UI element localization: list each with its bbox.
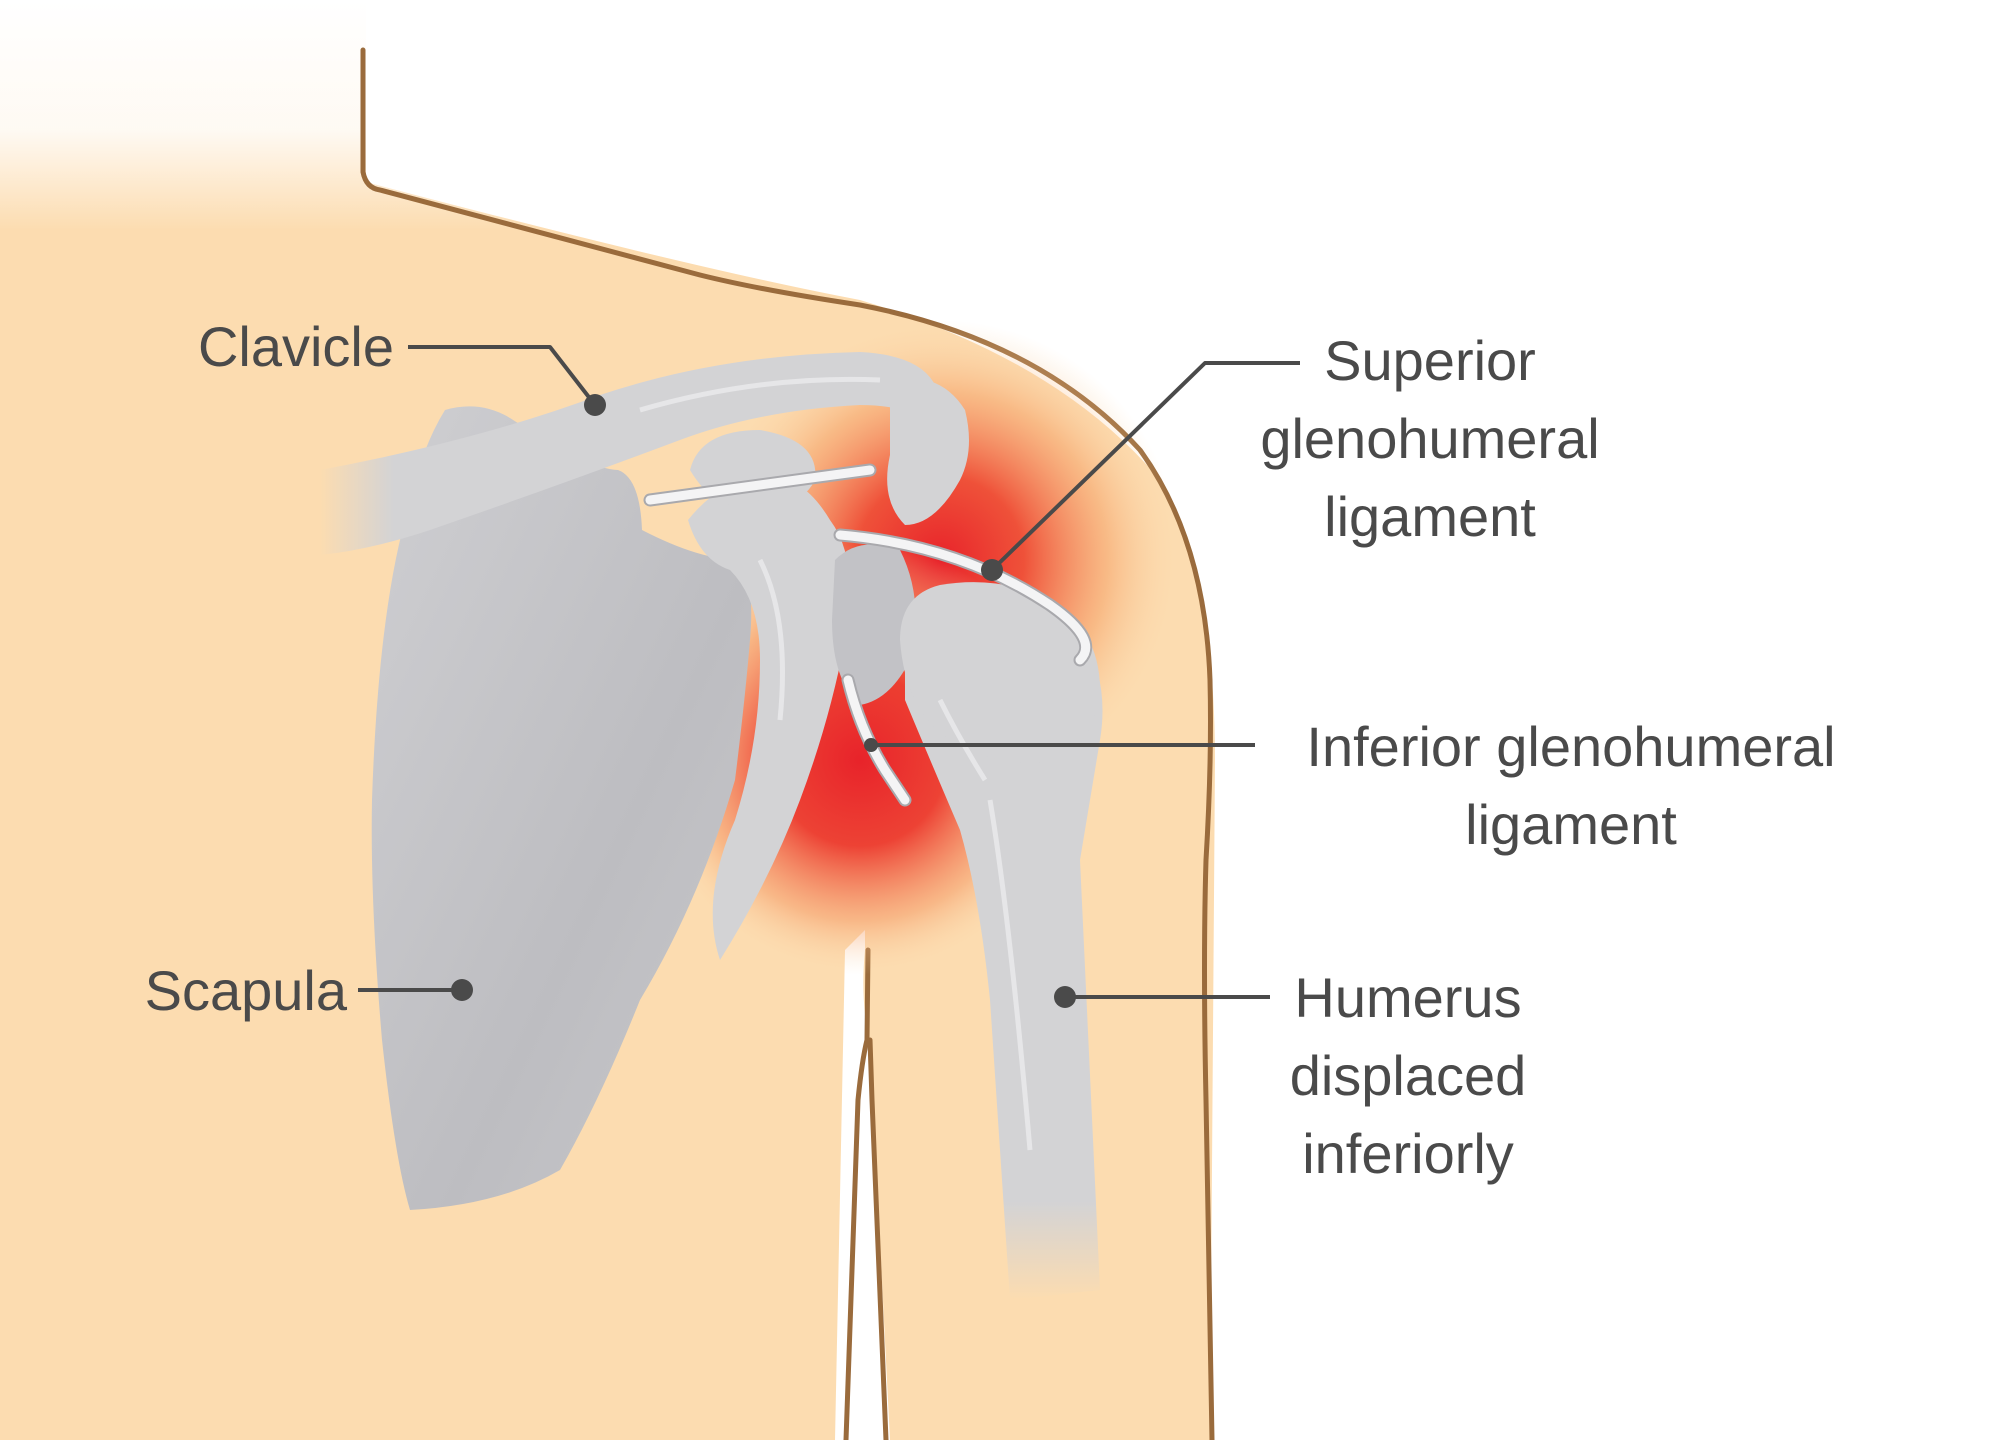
superior-label-line2: glenohumeral — [1260, 407, 1599, 470]
superior-ligament — [645, 465, 875, 505]
humerus-label-line2: displaced — [1290, 1044, 1527, 1107]
scapula-spine — [688, 476, 850, 960]
superior-dot — [981, 559, 1003, 581]
labels: Clavicle Scapula Superior glenohumeral l… — [145, 315, 1836, 1185]
glenoid — [832, 544, 916, 705]
humerus-label-line3: inferiorly — [1302, 1122, 1514, 1185]
scapula-bone — [371, 406, 916, 1210]
humerus-bone — [900, 582, 1103, 1300]
scapula-highlight — [757, 558, 785, 721]
humerus-label-line1: Humerus — [1294, 966, 1521, 1029]
clavicle-leader — [408, 345, 597, 407]
arm-inner-outline — [867, 1037, 889, 1440]
clavicle-bone — [320, 352, 969, 555]
armpit-outline — [843, 947, 871, 1440]
superior-leader — [990, 361, 1300, 572]
humerus-highlight-2 — [937, 698, 988, 782]
clavicle-label: Clavicle — [198, 315, 394, 378]
humerus-highlight-1 — [987, 799, 1033, 1151]
humerus-dot — [1054, 986, 1076, 1008]
scapula-dot — [451, 979, 473, 1001]
clavicle-dot — [584, 394, 606, 416]
inferior-label-line1: Inferior glenohumeral — [1306, 715, 1835, 778]
acromion — [887, 378, 969, 525]
ligaments — [643, 463, 1093, 807]
scapula-label: Scapula — [145, 959, 348, 1022]
leader-lines — [358, 345, 1300, 1008]
superior-label-line3: ligament — [1324, 485, 1536, 548]
superior-glenohumeral-ligament — [835, 530, 1091, 665]
clavicle-highlight — [639, 376, 881, 413]
inferior-dot — [864, 738, 878, 752]
inferior-label-line2: ligament — [1465, 793, 1677, 856]
superior-label-line1: Superior — [1324, 329, 1536, 392]
clavicle-shaft — [320, 352, 935, 555]
scapula-blade — [371, 406, 752, 1210]
inferior-glenohumeral-ligament — [843, 675, 910, 805]
humerus-shaft — [905, 598, 1103, 1300]
